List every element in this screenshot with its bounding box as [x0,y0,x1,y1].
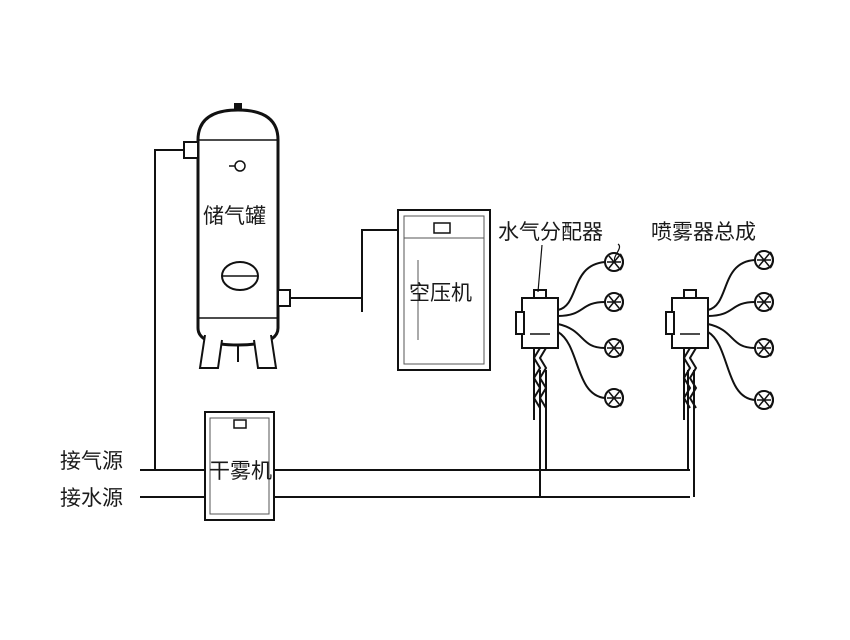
leader-lines [537,243,620,293]
storage-tank [183,103,291,369]
nozzle [754,390,774,410]
nozzle [604,388,624,408]
water-air-distributor-2 [665,289,709,349]
compressor-label: 空压机 [409,281,472,305]
tank-label: 储气罐 [203,204,266,228]
nozzle [754,292,774,312]
nozzle [604,252,624,272]
distributor-label: 水气分配器 [498,220,603,244]
water-air-distributor-1 [515,289,559,349]
hoses-1 [532,261,606,420]
nozzle [604,338,624,358]
nozzle [754,250,774,270]
water-source-label: 接水源 [60,486,123,510]
air-compressor [397,209,491,371]
nozzle-group-1 [604,252,624,408]
nozzle-assembly-label: 喷雾器总成 [651,220,756,244]
hoses-2 [682,259,756,420]
nozzle-group-2 [754,250,774,410]
air-source-label: 接气源 [60,449,123,473]
tank-to-compressor-pipe [290,229,398,299]
dryer-label: 干雾机 [209,459,272,483]
dry-fog-machine [204,411,275,521]
air-return-pipe [154,149,196,471]
nozzle [754,338,774,358]
nozzle [604,292,624,312]
